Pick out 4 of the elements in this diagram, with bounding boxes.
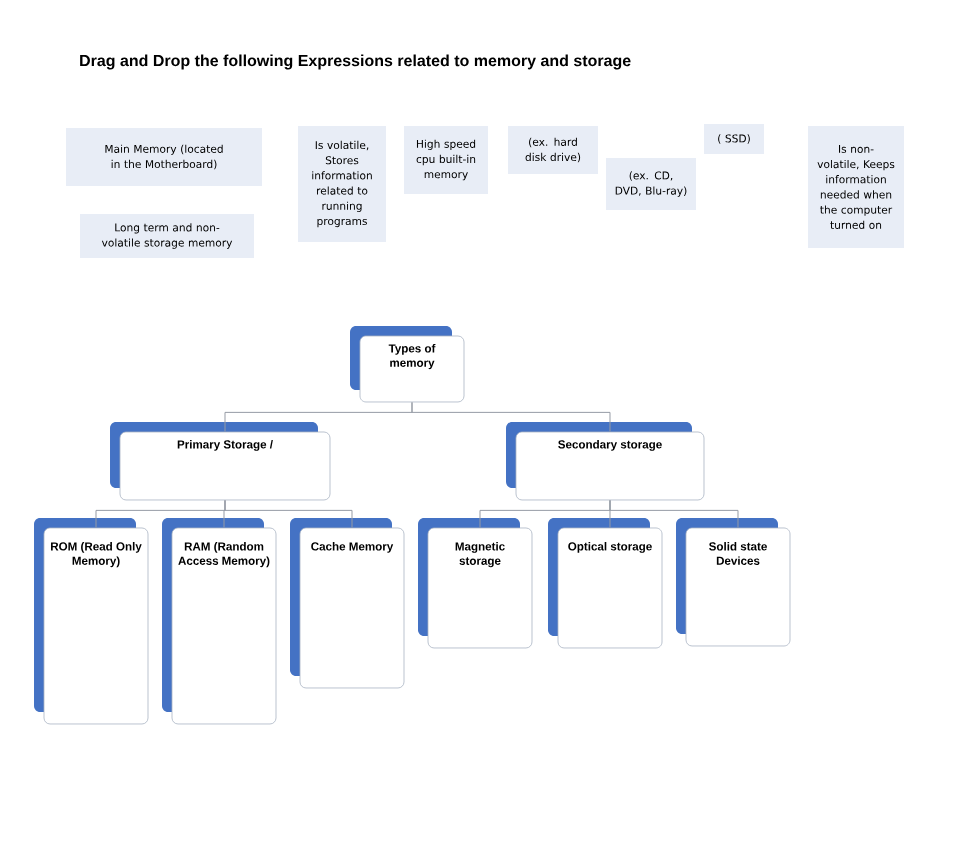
connector-line — [224, 499, 353, 529]
connector-line — [411, 401, 611, 433]
connector-line — [609, 499, 739, 529]
title: Drag and Drop the following Expressions related to memory and storage — [80, 54, 631, 70]
